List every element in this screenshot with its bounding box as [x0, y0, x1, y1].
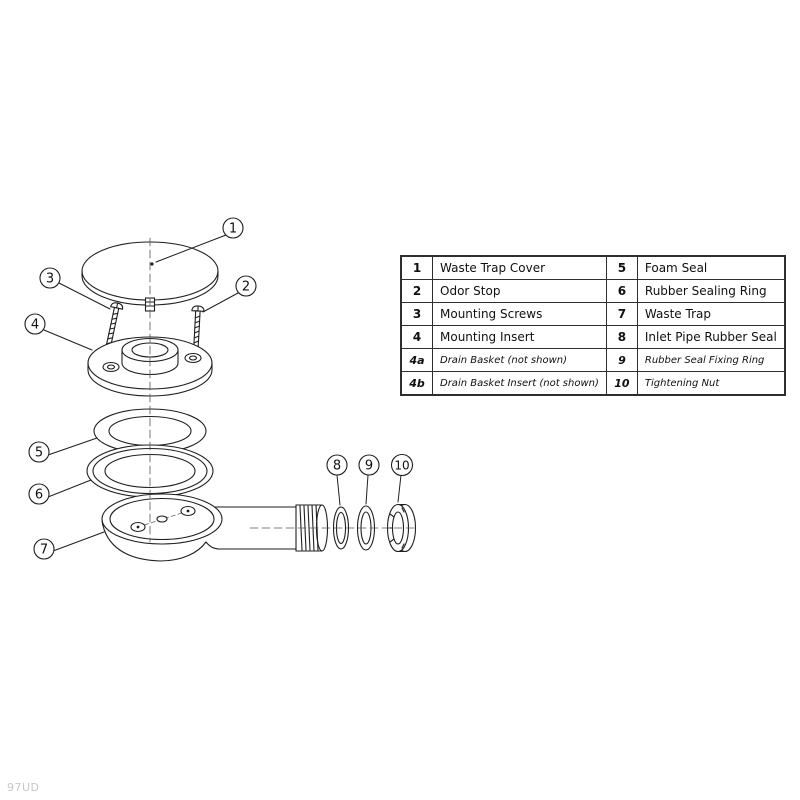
svg-text:3: 3	[46, 272, 54, 287]
part-name-cell: Waste Trap	[636, 302, 786, 326]
callout-1: 1	[222, 217, 244, 239]
part-number-cell: 3	[400, 302, 433, 326]
part-number-cell: 6	[605, 279, 638, 303]
callout-2: 2	[235, 275, 257, 297]
svg-text:1: 1	[229, 222, 237, 237]
callout-5: 5	[28, 441, 50, 463]
part-name-cell: Tightening Nut	[636, 371, 786, 396]
svg-text:9: 9	[365, 459, 373, 474]
svg-text:2: 2	[242, 280, 250, 295]
part-number-cell: 7	[605, 302, 638, 326]
part-name-cell: Drain Basket Insert (not shown)	[432, 371, 607, 396]
svg-text:6: 6	[35, 488, 43, 503]
part-name-cell: Waste Trap Cover	[432, 255, 607, 280]
part-name-cell: Odor Stop	[432, 279, 607, 303]
callout-10: 10	[390, 453, 414, 477]
callout-7: 7	[33, 538, 55, 560]
svg-text:7: 7	[40, 543, 48, 558]
callout-4: 4	[24, 313, 46, 335]
part-number-cell: 4	[400, 325, 433, 349]
callout-8: 8	[326, 454, 348, 476]
svg-text:10: 10	[394, 459, 409, 473]
part-number-cell: 8	[605, 325, 638, 349]
part-number-cell: 9	[605, 348, 638, 372]
part-name-cell: Rubber Seal Fixing Ring	[636, 348, 786, 372]
part-number-cell: 4b	[400, 371, 433, 396]
part-number-cell: 4a	[400, 348, 433, 372]
part-name-cell: Mounting Screws	[432, 302, 607, 326]
part-name-cell: Mounting Insert	[432, 325, 607, 349]
watermark-text: 97UD	[7, 781, 40, 794]
callout-leader-lines	[43, 234, 402, 552]
svg-text:4: 4	[31, 318, 39, 333]
callout-6: 6	[28, 483, 50, 505]
waste-trap-body-part	[101, 493, 329, 562]
callout-9: 9	[358, 454, 380, 476]
part-name-cell: Foam Seal	[636, 255, 786, 280]
part-name-cell: Drain Basket (not shown)	[432, 348, 607, 372]
part-name-cell: Rubber Sealing Ring	[636, 279, 786, 303]
part-name-cell: Inlet Pipe Rubber Seal	[636, 325, 786, 349]
part-number-cell: 10	[605, 371, 638, 396]
part-number-cell: 5	[605, 255, 638, 280]
part-number-cell: 1	[400, 255, 433, 280]
callout-3: 3	[39, 267, 61, 289]
part-number-cell: 2	[400, 279, 433, 303]
svg-text:8: 8	[333, 459, 341, 474]
svg-text:5: 5	[35, 446, 43, 461]
